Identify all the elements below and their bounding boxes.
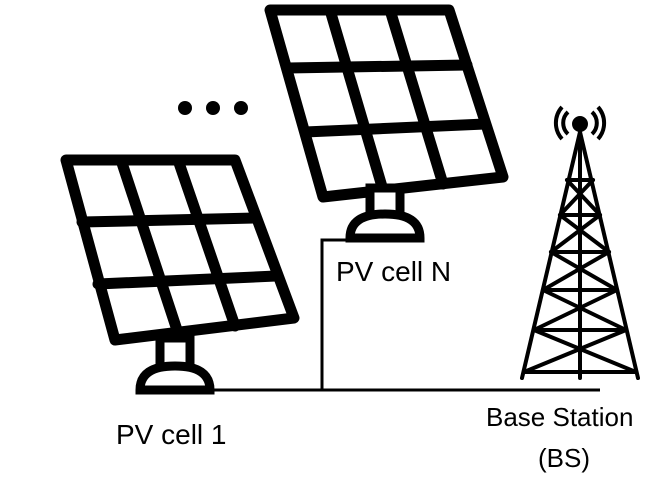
connection-wires — [210, 238, 600, 392]
base-station-label: Base Station — [486, 402, 634, 432]
ellipsis-dots — [178, 101, 248, 115]
pv-cell-n-label: PV cell N — [336, 256, 452, 287]
solar-panel-1-icon — [60, 154, 300, 395]
pv-cell-1-label: PV cell 1 — [116, 419, 227, 450]
base-station-abbrev-label: (BS) — [538, 443, 590, 473]
base-station-tower-icon — [520, 105, 640, 380]
solar-panel-n-icon — [264, 4, 509, 243]
